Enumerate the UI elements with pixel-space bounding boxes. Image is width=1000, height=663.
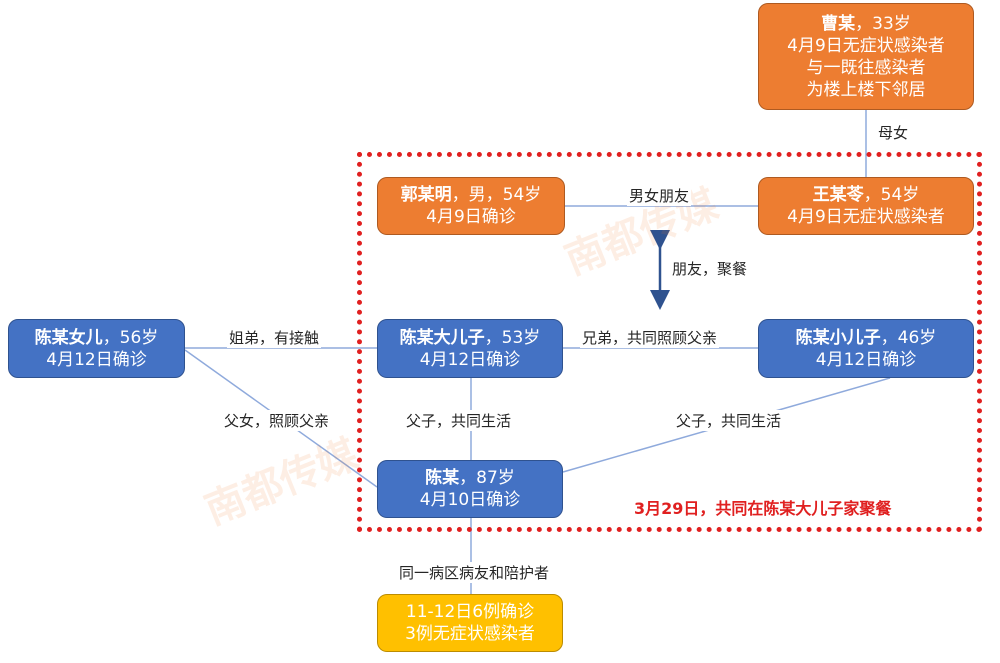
- dinner-group-boundary: [357, 152, 982, 532]
- edge-label-ward-mates: 同一病区病友和陪护者: [397, 562, 552, 583]
- node-chen: 陈某，87岁 4月10日确诊: [377, 460, 563, 518]
- dinner-note: 3月29日，共同在陈某大儿子家聚餐: [634, 499, 892, 518]
- node-guo-line2: 4月9日确诊: [426, 207, 516, 227]
- edge-label-father-son-live-2: 父子，共同生活: [674, 410, 784, 431]
- node-guo-detail: ，男，54岁: [451, 185, 542, 205]
- node-elder-son-name: 陈某大儿子: [399, 327, 485, 348]
- node-ward: 11-12日6例确诊 3例无症状感染者: [377, 594, 563, 652]
- node-daughter: 陈某女儿，56岁 4月12日确诊: [8, 319, 185, 378]
- node-daughter-name: 陈某女儿: [34, 327, 103, 348]
- node-cao-line2: 4月9日无症状感染者: [787, 35, 945, 56]
- edge-label-father-daughter-care: 父女，照顾父亲: [222, 410, 332, 431]
- node-younger-son-detail: ，46岁: [880, 327, 937, 348]
- node-cao-line4: 为楼上楼下邻居: [806, 79, 926, 100]
- node-ward-line2: 3例无症状感染者: [405, 624, 535, 644]
- node-chen-name: 陈某: [425, 468, 460, 488]
- edge-label-father-son-live-1: 父子，共同生活: [404, 410, 514, 431]
- node-cao-name: 曹某: [821, 13, 856, 34]
- node-younger-son: 陈某小儿子，46岁 4月12日确诊: [758, 319, 974, 378]
- node-cao-line3: 与一既往感染者: [806, 57, 926, 78]
- edge-label-boyfriend-girlfriend: 男女朋友: [627, 185, 692, 206]
- node-younger-son-line2: 4月12日确诊: [815, 349, 917, 370]
- node-elder-son-line2: 4月12日确诊: [419, 349, 521, 370]
- node-elder-son: 陈某大儿子，53岁 4月12日确诊: [377, 319, 563, 378]
- edge-label-mother-daughter: 母女: [876, 122, 911, 143]
- edge-label-friends-dinner: 朋友，聚餐: [672, 260, 748, 278]
- node-younger-son-name: 陈某小儿子: [795, 327, 881, 348]
- node-ward-line1: 11-12日6例确诊: [405, 602, 535, 622]
- node-daughter-line2: 4月12日确诊: [46, 349, 147, 370]
- node-guo: 郭某明，男，54岁 4月9日确诊: [377, 177, 565, 235]
- node-elder-son-detail: ，53岁: [484, 327, 541, 348]
- edge-label-brothers-care: 兄弟，共同照顾父亲: [580, 327, 720, 348]
- node-chen-line2: 4月10日确诊: [419, 490, 521, 510]
- edge-label-siblings-contact: 姐弟，有接触: [227, 327, 322, 348]
- node-wang-name: 王某苓: [812, 185, 864, 205]
- node-daughter-detail: ，56岁: [102, 327, 159, 348]
- node-cao: 曹某，33岁 4月9日无症状感染者 与一既往感染者 为楼上楼下邻居: [758, 3, 974, 110]
- node-wang-line2: 4月9日无症状感染者: [787, 207, 945, 227]
- node-chen-detail: ，87岁: [459, 468, 515, 488]
- node-wang-detail: ，54岁: [863, 185, 920, 205]
- node-cao-detail: ，33岁: [855, 13, 911, 34]
- node-wang: 王某苓，54岁 4月9日无症状感染者: [758, 177, 974, 235]
- node-guo-name: 郭某明: [400, 185, 452, 205]
